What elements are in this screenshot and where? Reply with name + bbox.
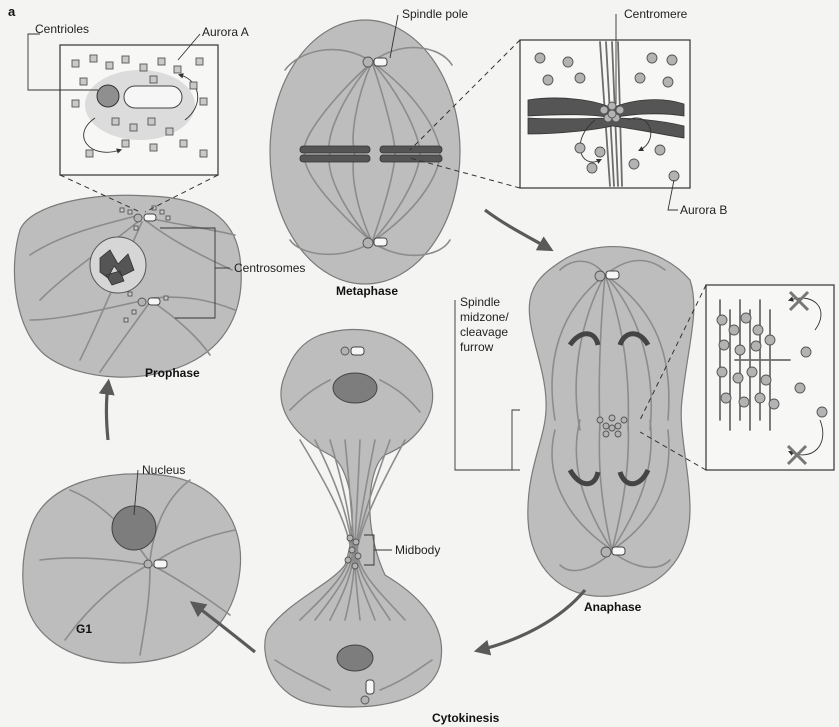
label-aurora-b: Aurora B: [680, 203, 727, 217]
label-nucleus: Nucleus: [142, 463, 185, 477]
panel-letter: a: [8, 4, 16, 19]
anaphase-pole-top: [606, 271, 619, 279]
cytokinesis-nucleus-top: [333, 373, 377, 403]
label-centrosomes: Centrosomes: [234, 261, 305, 275]
label-spindle-line3: cleavage: [460, 325, 508, 339]
stage-label-g1: G1: [76, 622, 92, 636]
label-centrioles: Centrioles: [35, 22, 89, 36]
stage-label-metaphase: Metaphase: [336, 284, 398, 298]
label-spindle-pole: Spindle pole: [402, 7, 468, 21]
cytokinesis-nucleus-bottom: [337, 645, 373, 671]
anaphase-pole-bottom: [612, 547, 625, 555]
g1-cell: G1: [23, 474, 241, 663]
cytokinesis-cell: Cytokinesis: [265, 329, 500, 725]
inset-centriole-ball: [97, 85, 119, 107]
stage-label-anaphase: Anaphase: [584, 600, 642, 614]
label-aurora-a: Aurora A: [202, 25, 249, 39]
prophase-cell: Prophase: [14, 195, 241, 380]
stage-label-prophase: Prophase: [145, 366, 200, 380]
inset-centriole-barrel: [124, 86, 182, 108]
arrow-anaphase-to-cytokinesis: [480, 590, 585, 650]
arrow-g1-to-prophase: [107, 385, 109, 440]
label-midbody: Midbody: [395, 543, 440, 557]
metaphase-pole-top: [374, 58, 387, 66]
metaphase-cell: Metaphase: [270, 20, 460, 298]
label-centromere: Centromere: [624, 7, 688, 21]
label-spindle-line4: furrow: [460, 340, 494, 354]
prophase-inset: [60, 45, 218, 212]
label-spindle-line1: Spindle: [460, 295, 500, 309]
metaphase-pole-bottom: [374, 238, 387, 246]
label-spindle-line2: midzone/: [460, 310, 509, 324]
arrow-metaphase-to-anaphase: [485, 210, 548, 248]
stage-label-cytokinesis: Cytokinesis: [432, 711, 500, 725]
anaphase-cell: Anaphase: [528, 247, 694, 614]
